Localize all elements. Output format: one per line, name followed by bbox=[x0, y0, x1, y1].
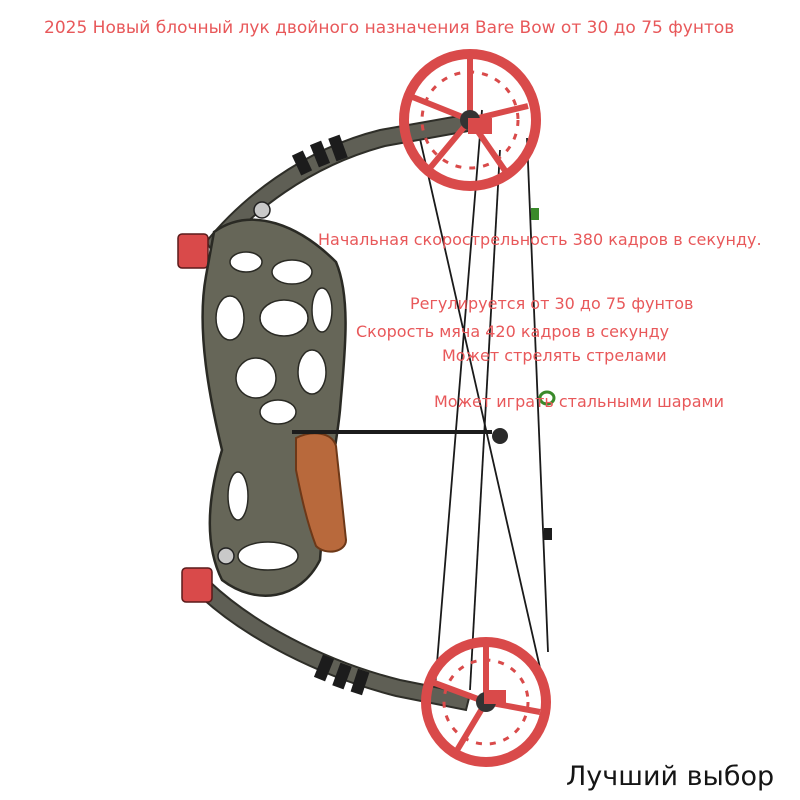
feature-shoots-arrows: Может стрелять стрелами bbox=[442, 346, 667, 365]
peep-sight bbox=[538, 390, 556, 406]
string-stop bbox=[544, 528, 552, 540]
bowstrings bbox=[417, 109, 549, 701]
arrow-rest-knob bbox=[492, 428, 508, 444]
wooden-grip bbox=[295, 432, 348, 553]
feature-initial-speed: Начальная скорострельность 380 кадров в … bbox=[318, 230, 762, 249]
lower-limb-pocket bbox=[181, 567, 213, 603]
feature-draw-weight-range: Регулируется от 30 до 75 фунтов bbox=[410, 294, 694, 313]
top-cam bbox=[399, 49, 541, 191]
string-silencer bbox=[531, 208, 539, 220]
feature-shoots-steel-balls: Может играть стальными шарами bbox=[434, 392, 724, 411]
best-choice-badge: Лучший выбор bbox=[566, 761, 775, 792]
riser-cutouts bbox=[215, 251, 333, 571]
lower-limb bbox=[200, 580, 472, 712]
product-title: 2025 Новый блочный лук двойного назначен… bbox=[44, 18, 735, 38]
riser-bolts bbox=[217, 201, 271, 565]
upper-limb-pocket bbox=[177, 233, 209, 269]
upper-limb-dampers bbox=[291, 134, 348, 176]
arrow-rest-bar bbox=[292, 430, 492, 434]
lower-limb-dampers bbox=[313, 654, 370, 696]
bottom-cam bbox=[421, 637, 551, 767]
feature-ball-speed: Скорость мяча 420 кадров в секунду bbox=[356, 322, 670, 341]
